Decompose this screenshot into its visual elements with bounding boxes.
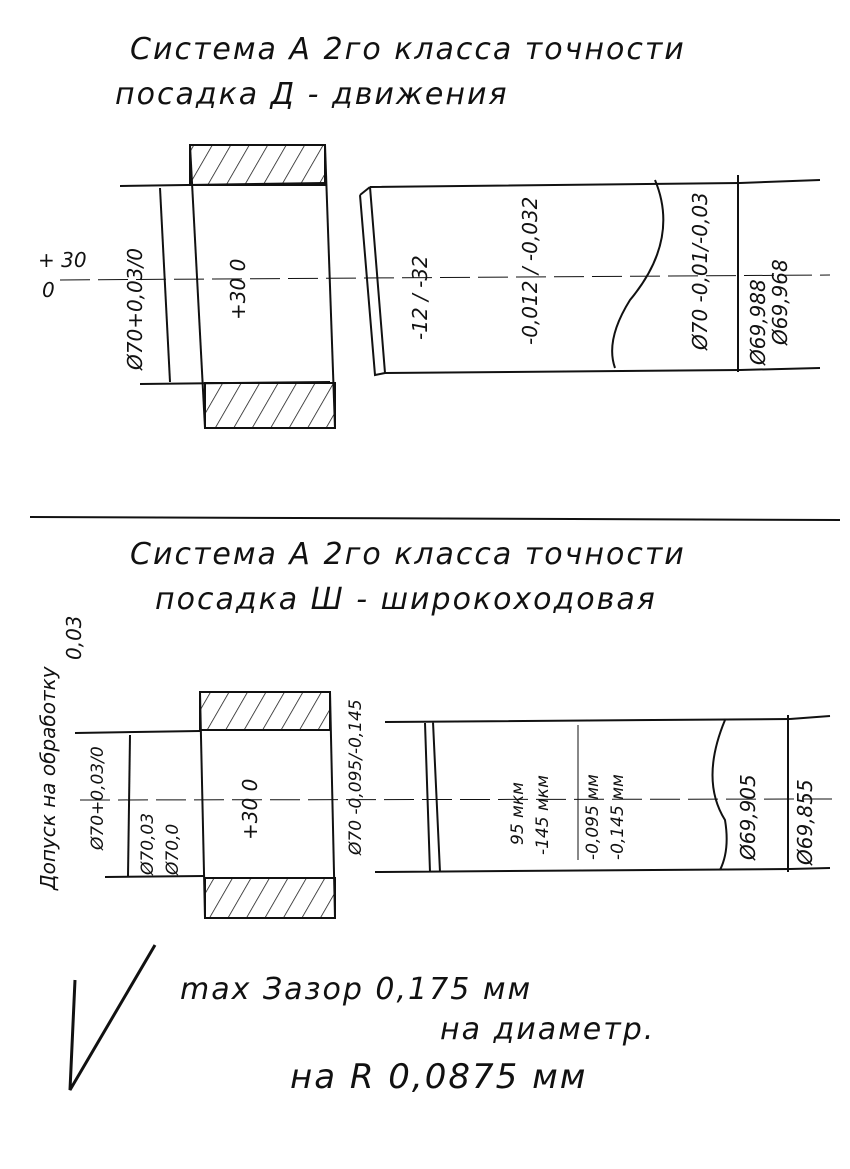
section1-title-line2: посадка Д - движения	[115, 77, 509, 112]
shaft-deviation-mm-upper: -0,095 мм	[583, 774, 603, 860]
check-mark-icon	[68, 944, 157, 1091]
bushing-bottom-hatched	[204, 382, 336, 429]
shaft-max-diameter: Ø69,988	[746, 279, 770, 365]
shaft-deviation-mm: -0,012 / -0,032	[518, 196, 542, 345]
hole-dimension: Ø70+0,03/0	[88, 746, 108, 850]
hole-deviation-upper: + 30	[38, 248, 87, 272]
section1-title-line1: Система А 2го класса точности	[130, 32, 686, 67]
shaft-dimension: Ø70 -0,01/-0,03	[688, 192, 712, 350]
section2-title-line1: Система А 2го класса точности	[130, 537, 686, 572]
section2-title-line2: посадка Ш - широкоходовая	[155, 582, 657, 617]
shaft-deviation-mkm-lower: -145 мкм	[533, 775, 553, 855]
shaft-deviation-mm-lower: -0,145 мм	[608, 774, 628, 860]
hole-min-diameter: Ø70,0	[163, 823, 183, 875]
tolerance-note: Допуск на обработку	[36, 666, 60, 890]
hole-max-diameter: Ø70,03	[138, 812, 158, 875]
radius-clearance: на R 0,0875 мм	[290, 1057, 588, 1097]
max-clearance: max Зазор 0,175 мм	[180, 972, 533, 1007]
shaft-deviation-mkm: -12 / -32	[408, 255, 432, 340]
bushing-top-hatched	[189, 144, 326, 186]
shaft-max-diameter: Ø69,905	[736, 774, 760, 860]
tolerance-value: 0,03	[62, 615, 86, 660]
on-diameter-label: на диаметр.	[440, 1012, 656, 1047]
hole-dimension: Ø70+0,03/0	[123, 248, 147, 370]
shaft-min-diameter: Ø69,855	[793, 779, 817, 865]
hole-inner-deviation: +30 0	[226, 258, 250, 320]
shaft-dimension: Ø70 -0,095/-0,145	[346, 699, 366, 855]
hole-deviation-lower: 0	[42, 278, 55, 302]
shaft-deviation-mkm-upper: 95 мкм	[508, 782, 528, 845]
shaft-min-diameter: Ø69,968	[768, 259, 792, 345]
hole-inner-deviation: +30 0	[238, 778, 262, 840]
